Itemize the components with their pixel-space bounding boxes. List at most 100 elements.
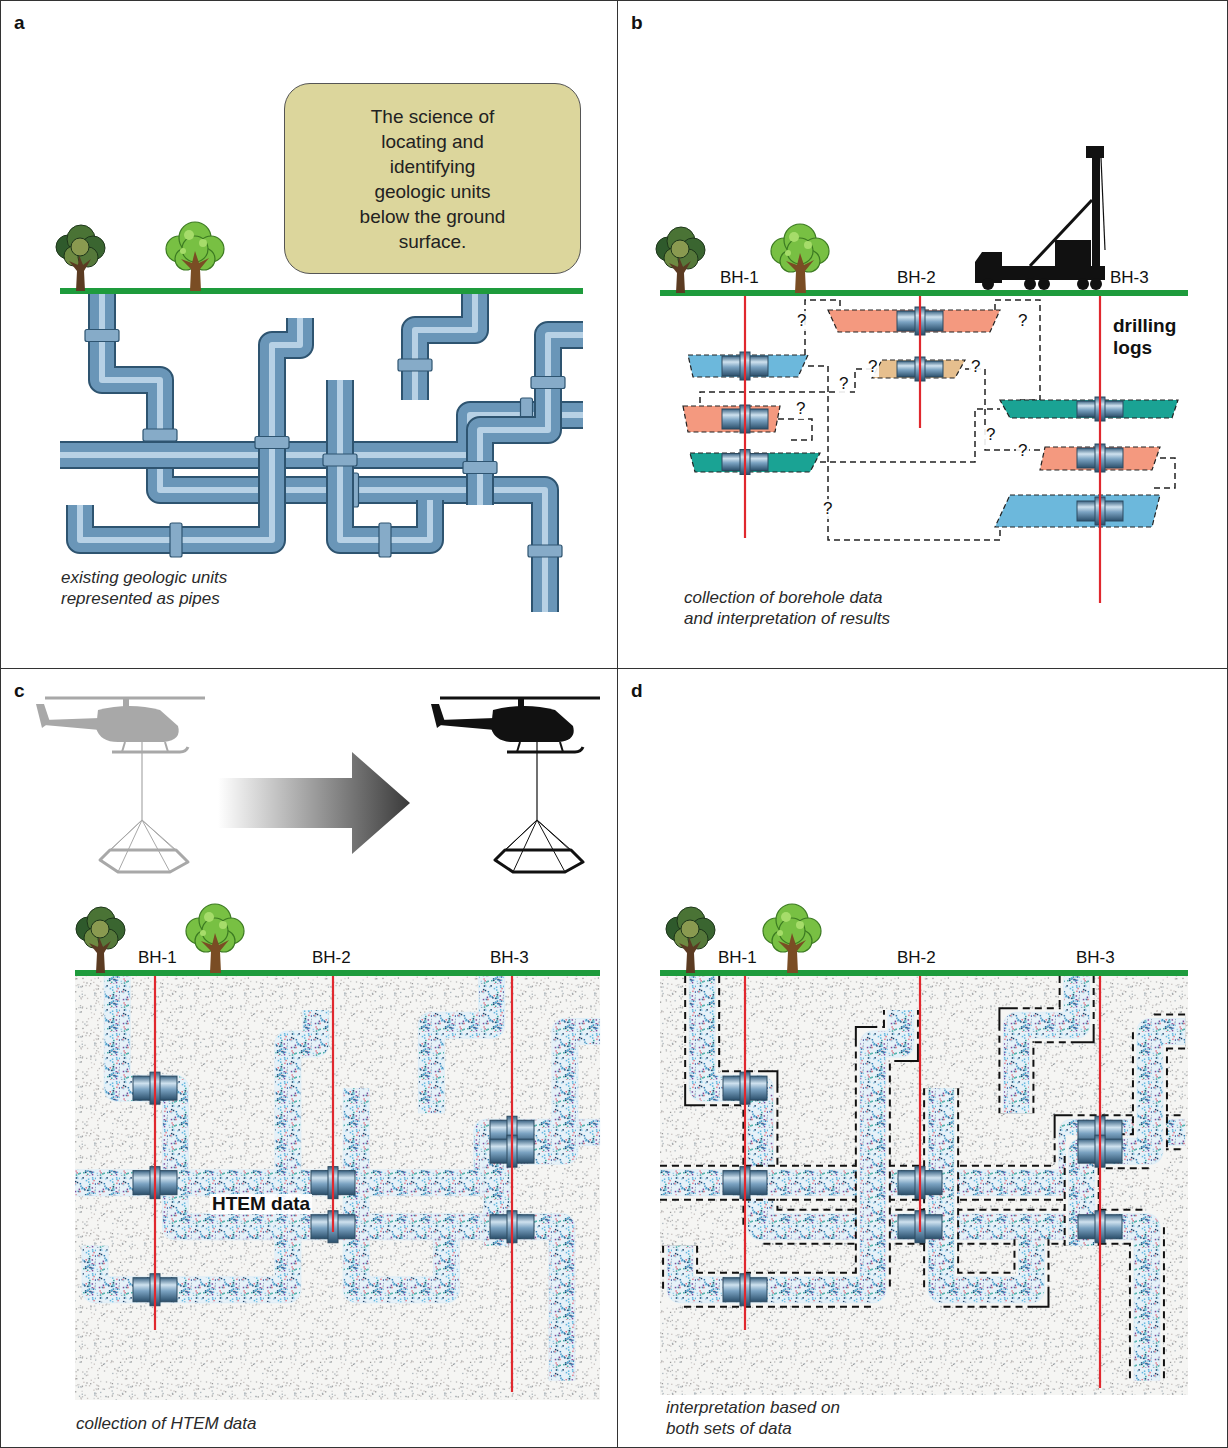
- pipe: [323, 380, 430, 557]
- borehole-label: BH-3: [1076, 948, 1115, 968]
- pipe: [463, 335, 583, 505]
- unknown-mark: ?: [795, 311, 808, 331]
- sling-rope: [537, 820, 565, 872]
- tree-trunk: [69, 255, 91, 291]
- interpretation-outline: [941, 1088, 1031, 1290]
- tree-foliage: [671, 240, 689, 258]
- tree-highlight: [789, 232, 799, 242]
- helicopter: [36, 698, 205, 872]
- log-interval: [995, 495, 1160, 527]
- unknown-mark: ?: [837, 374, 850, 394]
- em-loop: [495, 850, 583, 872]
- htem-signal: [431, 976, 491, 1113]
- sling-rope: [142, 820, 176, 850]
- borehole-line: [1099, 296, 1101, 603]
- pipe-body: [480, 335, 583, 505]
- htem-band: [1082, 1031, 1185, 1245]
- sling-rope: [537, 820, 571, 850]
- figure-panel: ccollection of HTEM data: [0, 668, 618, 1448]
- pipe-fitting: [170, 523, 182, 557]
- rig-wheel: [1077, 278, 1089, 290]
- pipe-outline: [80, 318, 300, 540]
- htem-signal: [95, 1010, 316, 1290]
- borehole-line: [744, 296, 746, 538]
- panel-letter: b: [631, 12, 643, 34]
- pipe-fitting: [531, 377, 565, 389]
- sling-rope: [505, 820, 537, 850]
- htem-ground: [75, 976, 600, 1400]
- htem-signal: [1016, 976, 1076, 1113]
- pipe-fitting: [398, 359, 432, 371]
- tail-fin: [431, 704, 445, 728]
- borehole-line: [744, 976, 746, 1330]
- tree-highlight: [796, 921, 804, 929]
- unknown-mark: ?: [866, 357, 879, 377]
- interpretation-dash: [778, 419, 812, 440]
- skid-strut: [560, 742, 563, 752]
- htem-pipe: [1082, 1031, 1185, 1245]
- sling-rope: [513, 820, 537, 872]
- pipe-body: [80, 318, 300, 540]
- rig-wheel: [982, 278, 994, 290]
- tree-highlight: [219, 921, 227, 929]
- interpretation-outline: [680, 1010, 901, 1290]
- htem-band: [95, 1010, 316, 1290]
- interpretation-outline: [1016, 976, 1076, 1113]
- htem-signal: [941, 1088, 1031, 1290]
- borehole-label: BH-2: [897, 268, 936, 288]
- panel-letter: c: [14, 680, 25, 702]
- interpretation-outline: [1082, 1031, 1185, 1245]
- skid-strut: [517, 742, 520, 752]
- pipe-body: [415, 291, 475, 400]
- borehole-label: BH-1: [718, 948, 757, 968]
- borehole-line: [919, 976, 921, 1232]
- motion-arrow: [218, 752, 410, 854]
- callout-text: The science of locating and identifying …: [358, 104, 508, 254]
- rig-engine: [1055, 240, 1091, 267]
- tree-trunk: [201, 933, 229, 973]
- log-interval: [683, 406, 780, 432]
- tree-foliage: [681, 920, 699, 938]
- sling: [141, 742, 142, 820]
- borehole-label: BH-2: [312, 948, 351, 968]
- pipe-shine: [80, 318, 300, 540]
- tree: [771, 224, 829, 293]
- pipe-shine: [415, 291, 475, 400]
- ground-line: [60, 288, 583, 294]
- figure-panel: dinterpretation based on both sets of da…: [617, 668, 1228, 1448]
- htem-band: [680, 1010, 901, 1290]
- borehole-line: [511, 976, 513, 1392]
- pipe-outline: [480, 335, 583, 505]
- tree-highlight: [204, 912, 214, 922]
- ground-line: [660, 290, 1188, 296]
- tree-highlight: [785, 250, 791, 256]
- helicopter: [431, 698, 600, 872]
- tail-boom: [44, 718, 100, 730]
- log-interval: [1000, 400, 1178, 418]
- htem-band: [431, 976, 491, 1113]
- htem-pipe: [1016, 976, 1076, 1113]
- tree-highlight: [184, 230, 194, 240]
- pipe: [398, 291, 475, 400]
- tree-trunk: [679, 937, 701, 973]
- tree-highlight: [180, 248, 186, 254]
- borehole-label: BH-1: [138, 948, 177, 968]
- rig-cable: [1101, 158, 1105, 250]
- tail-boom: [439, 718, 495, 730]
- interpretation-dash: [805, 300, 840, 355]
- htem-signal: [1082, 1031, 1185, 1245]
- unknown-mark: ?: [984, 425, 997, 445]
- outline-gap: [1016, 976, 1076, 1113]
- interpretation-dash: [995, 300, 1040, 400]
- rig-mast: [1092, 150, 1100, 270]
- rig-brace: [1030, 200, 1092, 266]
- pipe-fitting: [85, 330, 119, 342]
- pipe: [80, 318, 300, 557]
- borehole-line: [154, 976, 156, 1330]
- borehole-label: BH-2: [897, 948, 936, 968]
- log-interval: [828, 310, 1000, 332]
- tree-trunk: [786, 253, 814, 293]
- htem-pipe: [356, 1088, 446, 1290]
